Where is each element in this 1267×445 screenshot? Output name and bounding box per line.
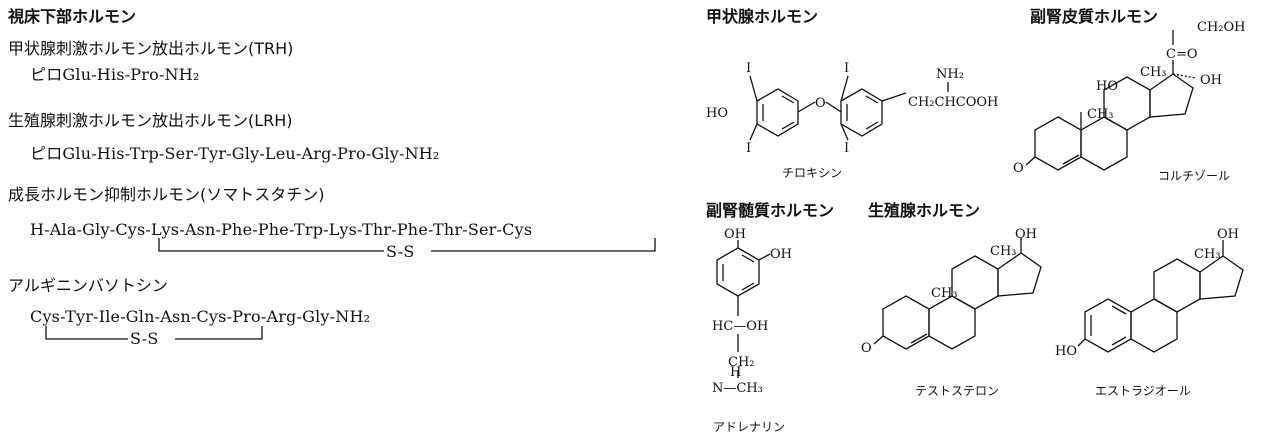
adrenaline-hc-oh: HC—OH bbox=[712, 319, 768, 334]
somatostatin-name: 成長ホルモン抑制ホルモン(ソマトスタチン) bbox=[8, 185, 325, 204]
somatostatin-bridge: S-S bbox=[386, 242, 415, 261]
testosterone-ch3-c19: CH₃ bbox=[931, 286, 958, 301]
adrenaline-ch2: CH₂ bbox=[728, 355, 755, 370]
estradiol-structure: CH₃ OH HO bbox=[1055, 227, 1244, 359]
estradiol-ch3: CH₃ bbox=[1194, 247, 1221, 262]
cortisol-co: C=O bbox=[1166, 47, 1198, 62]
testosterone-ch3-c18: CH₃ bbox=[990, 244, 1017, 259]
lrh-name: 生殖腺刺激ホルモン放出ホルモン(LRH) bbox=[8, 111, 293, 130]
adrenaline-structure: OH OH HC—OH CH₂ N—CH₃ H bbox=[712, 227, 792, 396]
testosterone-caption: テストステロン bbox=[915, 384, 1000, 398]
testosterone-oh: OH bbox=[1015, 227, 1037, 242]
gonad-title: 生殖腺ホルモン bbox=[868, 201, 981, 220]
thyroxine-chain: CH₂CHCOOH bbox=[908, 95, 998, 110]
trh-sequence: ピロGlu-His-Pro-NH₂ bbox=[30, 65, 200, 84]
estradiol-oh: OH bbox=[1217, 227, 1239, 242]
cortisol-oh: OH bbox=[1200, 73, 1222, 88]
trh-name: 甲状腺刺激ホルモン放出ホルモン(TRH) bbox=[8, 39, 294, 58]
thyroxine-structure: I I I I HO O NH₂ CH₂CHCOOH bbox=[706, 61, 998, 156]
thyroxine-iodine-1: I bbox=[746, 61, 751, 76]
hypothalamus-title: 視床下部ホルモン bbox=[8, 7, 137, 26]
thyroxine-ho: HO bbox=[706, 106, 728, 121]
vasopressin-name: アルギニンバソトシン bbox=[8, 276, 168, 295]
adrenal-medulla-title: 副腎髄質ホルモン bbox=[706, 201, 835, 220]
thyroxine-iodine-4: I bbox=[844, 141, 849, 156]
thyroxine-iodine-2: I bbox=[746, 141, 751, 156]
thyroid-title: 甲状腺ホルモン bbox=[706, 7, 819, 26]
estradiol-ho: HO bbox=[1055, 344, 1077, 359]
cortisol-structure: CH₂OH C=O OH HO CH₃ CH₃ O bbox=[1013, 20, 1246, 176]
lrh-sequence: ピロGlu-His-Trp-Ser-Tyr-Gly-Leu-Arg-Pro-Gl… bbox=[30, 144, 440, 163]
adrenaline-oh-2: OH bbox=[770, 247, 792, 262]
cortisol-ch3-c18: CH₃ bbox=[1140, 65, 1167, 80]
cortisol-ch2oh: CH₂OH bbox=[1197, 20, 1246, 35]
cortisol-ch3-c19: CH₃ bbox=[1087, 107, 1114, 122]
adrenaline-oh-1: OH bbox=[724, 227, 746, 242]
adrenaline-h: H bbox=[730, 365, 741, 380]
adrenal-cortex-title: 副腎皮質ホルモン bbox=[1030, 7, 1159, 26]
vasopressin-sequence: Cys-Tyr-Ile-Gln-Asn-Cys-Pro-Arg-Gly-NH₂ bbox=[30, 307, 371, 326]
thyroxine-nh2: NH₂ bbox=[936, 67, 964, 82]
cortisol-ketone-o: O bbox=[1013, 161, 1024, 176]
adrenaline-n-ch3: N—CH₃ bbox=[712, 381, 763, 396]
thyroxine-ether-o: O bbox=[815, 96, 826, 111]
thyroxine-iodine-3: I bbox=[844, 61, 849, 76]
testosterone-ketone-o: O bbox=[861, 341, 872, 356]
cortisol-ho: HO bbox=[1096, 79, 1118, 94]
vasopressin-bridge: S-S bbox=[130, 329, 159, 348]
vasopressin-disulfide-bridge bbox=[45, 326, 263, 340]
cortisol-caption: コルチゾール bbox=[1158, 169, 1231, 183]
somatostatin-sequence: H-Ala-Gly-Cys-Lys-Asn-Phe-Phe-Trp-Lys-Th… bbox=[30, 220, 533, 239]
estradiol-caption: エストラジオール bbox=[1095, 384, 1191, 398]
testosterone-structure: CH₃ OH CH₃ O bbox=[861, 227, 1042, 356]
somatostatin-disulfide-bridge bbox=[158, 238, 656, 252]
thyroxine-caption: チロキシン bbox=[782, 166, 843, 180]
adrenaline-caption: アドレナリン bbox=[713, 420, 786, 434]
